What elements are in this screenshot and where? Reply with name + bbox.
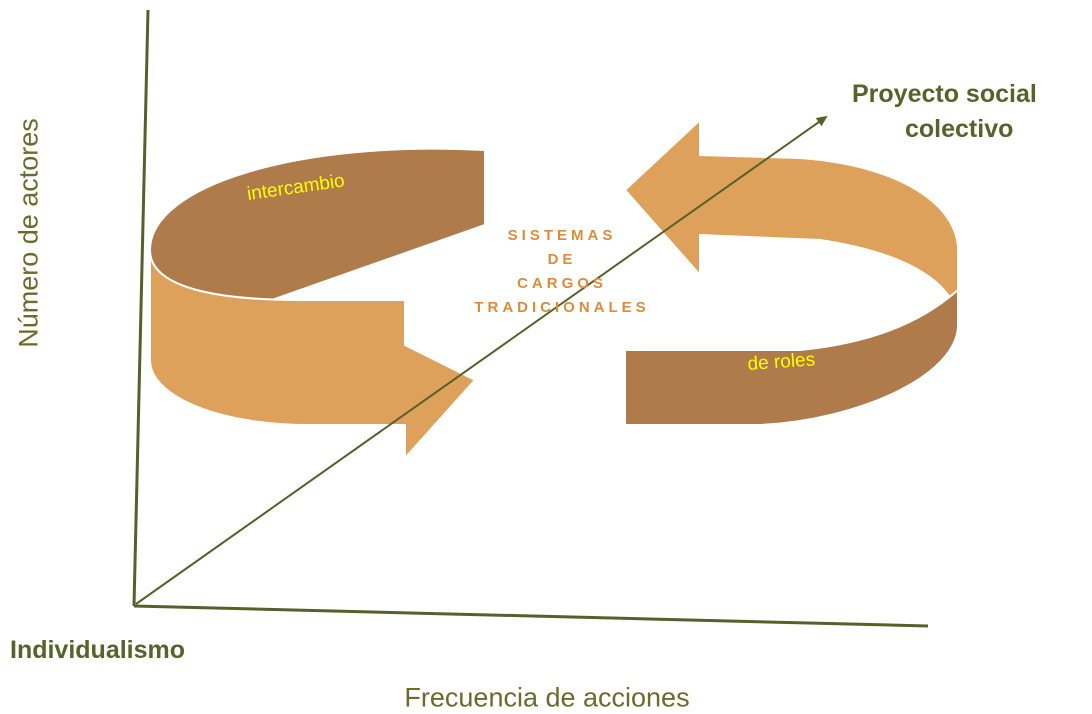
x-axis	[133, 604, 929, 628]
right-arrow-label: de roles	[747, 349, 816, 375]
x-axis-title: Frecuencia de acciones	[404, 682, 690, 713]
right-arrow-top-band	[623, 117, 959, 326]
center-text-line3: CARGOS	[517, 275, 607, 292]
y-axis	[132, 9, 150, 607]
origin-label: Individualismo	[10, 636, 186, 664]
center-text-line2: DE	[548, 251, 577, 268]
center-text-line1: SISTEMAS	[508, 227, 617, 244]
right-arrow-bottom-band	[624, 287, 959, 426]
y-axis-title: Número de actores	[13, 118, 44, 348]
center-text-line4: TRADICIONALES	[474, 299, 649, 316]
goal-label-line1: Proyecto social	[852, 80, 1037, 108]
growth-diagonal-arrow	[135, 115, 828, 605]
left-arrow-front-band	[149, 249, 477, 461]
goal-label-line2: colectivo	[905, 115, 1014, 143]
